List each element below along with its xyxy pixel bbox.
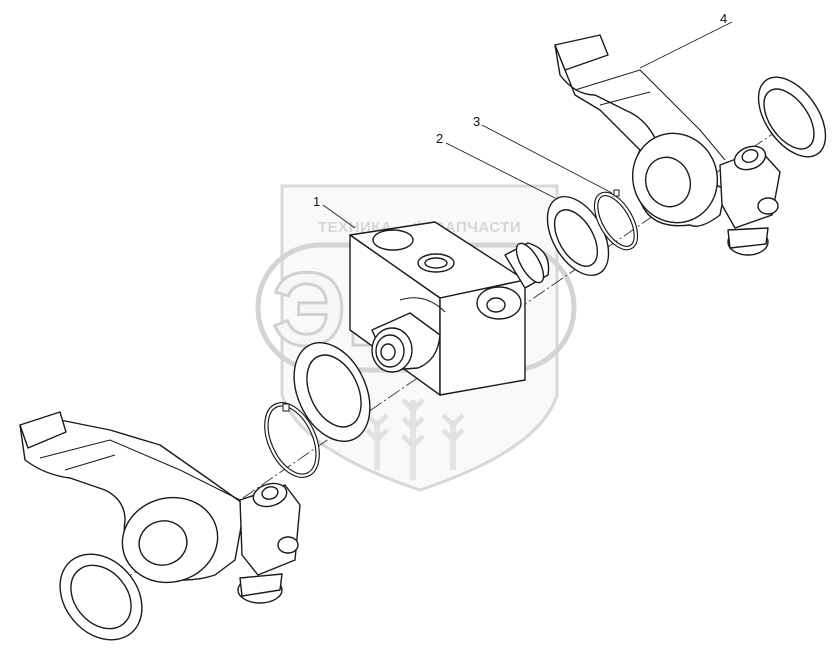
- rocker-arm-upper: [554, 34, 781, 256]
- washer-part-2: [546, 196, 610, 276]
- callout-3: 3: [473, 114, 613, 194]
- rocker-arm-lower: [19, 411, 301, 604]
- callout-label: 4: [720, 11, 727, 26]
- washer-front: [293, 342, 371, 442]
- washer-upper: [757, 76, 827, 158]
- callout-1: 1: [313, 194, 356, 229]
- washer-lower: [59, 553, 143, 641]
- callout-label: 1: [313, 194, 320, 209]
- callout-4: 4: [639, 11, 733, 69]
- callout-label: 2: [436, 131, 443, 146]
- callout-label: 3: [473, 114, 480, 129]
- bracket-part-1: [349, 221, 550, 396]
- snap-ring-lower: [264, 402, 320, 478]
- watermark-text-right: ЗАПЧАСТИ: [435, 219, 521, 236]
- callout-2: 2: [436, 131, 556, 199]
- snap-ring-part-3: [593, 189, 639, 251]
- wheat-icon: [365, 398, 465, 480]
